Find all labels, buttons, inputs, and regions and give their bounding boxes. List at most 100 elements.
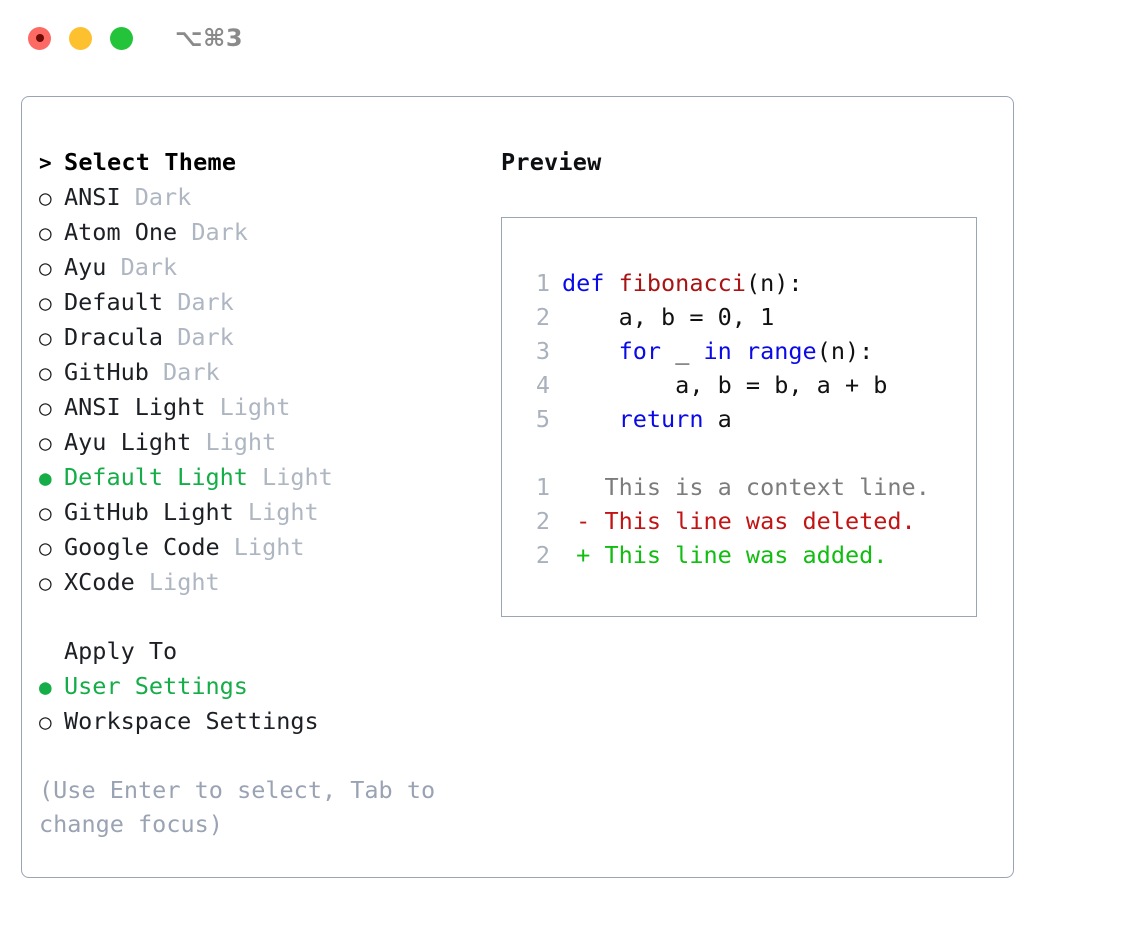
line-number: 5 <box>535 405 550 433</box>
code-line: 2 a, b = 0, 1 <box>520 300 976 334</box>
theme-name: GitHub <box>64 358 149 386</box>
code-token: in <box>703 337 746 365</box>
theme-category: Dark <box>163 288 234 316</box>
apply-to-list: ●User Settings ○ Workspace Settings <box>39 669 469 739</box>
theme-category: Light <box>191 428 277 456</box>
line-number: 4 <box>535 371 550 399</box>
theme-name: Atom One <box>64 218 178 246</box>
apply-to-heading-row: Apply To <box>39 634 469 669</box>
radio-unselected-icon[interactable]: ○ <box>39 326 52 350</box>
radio-unselected-icon[interactable]: ○ <box>39 431 52 455</box>
theme-list-item[interactable]: ○ Dracula Dark <box>39 320 469 355</box>
theme-category: Light <box>219 533 305 561</box>
theme-category: Dark <box>106 253 178 281</box>
theme-list-item[interactable]: ○ GitHub Light Light <box>39 495 469 530</box>
radio-unselected-icon[interactable]: ○ <box>39 396 52 420</box>
apply-to-option[interactable]: ○ Workspace Settings <box>39 704 469 739</box>
apply-to-option[interactable]: ●User Settings <box>39 669 469 704</box>
theme-category: Dark <box>163 323 234 351</box>
theme-picker-heading: > Select Theme <box>39 145 469 180</box>
preview-spacer <box>520 436 976 470</box>
code-token: a <box>717 405 732 433</box>
code-line: 5 return a <box>520 402 976 436</box>
code-line: 4 a, b = b, a + b <box>520 368 976 402</box>
theme-category: Light <box>247 463 333 491</box>
diff-line: 2 + This line was added. <box>520 538 976 572</box>
code-line: 3 for _ in range(n): <box>520 334 976 368</box>
main-panel: > Select Theme ○ANSI Dark○Atom One Dark○… <box>21 96 1014 878</box>
code-token: (n): <box>816 337 874 365</box>
code-token: a, b = b, a + b <box>562 371 888 399</box>
code-token <box>562 337 619 365</box>
theme-name: ANSI <box>64 183 121 211</box>
minimize-window-button[interactable] <box>69 26 92 50</box>
diff-line: 1 This is a context line. <box>520 470 976 504</box>
diff-text: - This line was deleted. <box>562 507 916 535</box>
theme-name: Default <box>64 288 164 316</box>
theme-list-item[interactable]: ○Ayu Light Light <box>39 425 469 460</box>
radio-unselected-icon[interactable]: ○ <box>39 361 52 385</box>
code-token: for <box>618 337 676 365</box>
theme-name: ANSI Light <box>64 393 206 421</box>
theme-list-item[interactable]: ○ Default Dark <box>39 285 469 320</box>
maximize-window-button[interactable] <box>110 26 133 50</box>
radio-unselected-icon[interactable]: ○ <box>39 501 52 525</box>
theme-name: Default Light <box>64 463 248 491</box>
preview-diff-block: 1 This is a context line.2 - This line w… <box>520 470 976 572</box>
theme-list-item[interactable]: ○ Google Code Light <box>39 530 469 565</box>
radio-selected-icon[interactable]: ● <box>39 466 52 490</box>
theme-category: Light <box>233 498 319 526</box>
code-text: for _ in range(n): <box>562 334 874 368</box>
code-text: def fibonacci(n): <box>562 266 803 300</box>
radio-unselected-icon[interactable]: ○ <box>39 571 52 595</box>
code-token: range <box>745 337 817 365</box>
code-text: return a <box>562 402 732 436</box>
apply-to-title: Apply To <box>64 637 178 665</box>
diff-text: This is a context line. <box>562 473 930 501</box>
theme-category: Light <box>134 568 220 596</box>
line-number: 3 <box>535 337 550 365</box>
theme-list-item[interactable]: ● Default Light Light <box>39 460 469 495</box>
theme-name: Dracula <box>64 323 164 351</box>
apply-to-option-label: Workspace Settings <box>64 707 319 735</box>
theme-picker-title: Select Theme <box>64 148 237 176</box>
theme-list-item[interactable]: ○Atom One Dark <box>39 215 469 250</box>
keyboard-hint: (Use Enter to select, Tab to change focu… <box>39 776 436 838</box>
theme-picker-column: > Select Theme ○ANSI Dark○Atom One Dark○… <box>39 145 469 841</box>
title-bar: ⌥⌘3 <box>0 0 1140 76</box>
radio-unselected-icon[interactable]: ○ <box>39 256 52 280</box>
theme-list-item[interactable]: ○ANSI Light Light <box>39 390 469 425</box>
radio-unselected-icon[interactable]: ○ <box>39 221 52 245</box>
apply-to-heading-indent <box>39 635 64 669</box>
line-number: 1 <box>535 473 550 501</box>
code-text: a, b = b, a + b <box>562 368 887 402</box>
line-number: 1 <box>535 269 550 297</box>
spacer <box>39 600 469 634</box>
radio-unselected-icon[interactable]: ○ <box>39 710 52 734</box>
radio-unselected-icon[interactable]: ○ <box>39 186 52 210</box>
diff-line: 2 - This line was deleted. <box>520 504 976 538</box>
diff-text: + This line was added. <box>562 541 888 569</box>
code-token: fibonacci <box>618 269 746 297</box>
code-token: a, b = 0, 1 <box>562 303 775 331</box>
window-controls <box>28 26 133 50</box>
code-token: def <box>562 269 619 297</box>
theme-list-item[interactable]: ○ XCode Light <box>39 565 469 600</box>
theme-list-item[interactable]: ○ANSI Dark <box>39 180 469 215</box>
theme-name: GitHub Light <box>64 498 234 526</box>
code-token: return <box>618 405 718 433</box>
theme-list-item[interactable]: ○GitHub Dark <box>39 355 469 390</box>
radio-unselected-icon[interactable]: ○ <box>39 536 52 560</box>
theme-name: Google Code <box>64 533 220 561</box>
code-token: (n): <box>745 269 803 297</box>
radio-selected-icon[interactable]: ● <box>39 675 52 699</box>
line-number: 2 <box>535 541 550 569</box>
close-window-button[interactable] <box>28 26 51 50</box>
theme-name: XCode <box>64 568 135 596</box>
radio-unselected-icon[interactable]: ○ <box>39 291 52 315</box>
theme-name: Ayu <box>64 253 107 281</box>
theme-list-item[interactable]: ○ Ayu Dark <box>39 250 469 285</box>
